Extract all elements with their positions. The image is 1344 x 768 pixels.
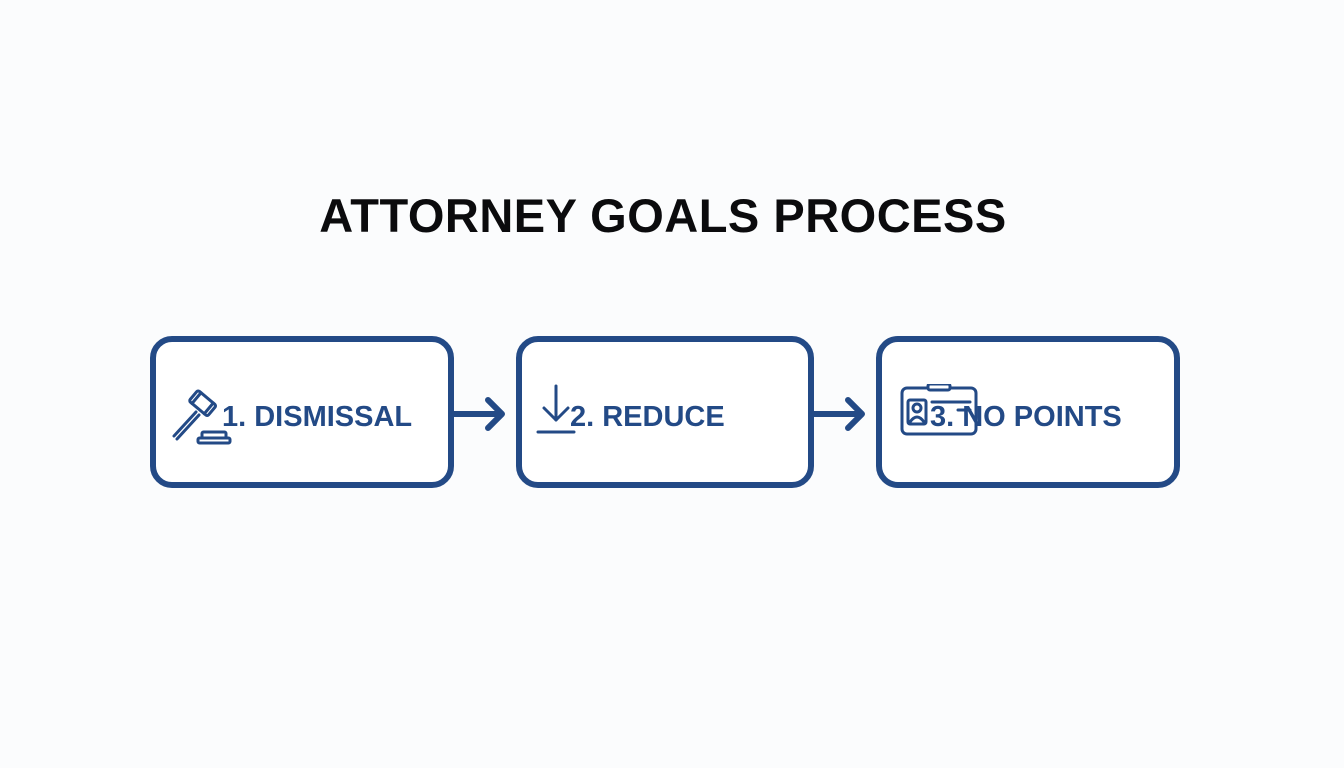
license-card-icon [900, 382, 980, 445]
arrow-right-icon [811, 394, 878, 443]
step-dismissal: 1. DISMISSAL [150, 336, 454, 488]
step-label: 3. NO POINTS [930, 401, 1122, 433]
step-no-points: 3. NO POINTS [876, 336, 1180, 488]
gavel-icon [168, 386, 234, 451]
arrow-down-icon [536, 382, 576, 447]
arrow-right-icon [451, 394, 518, 443]
diagram-title: ATTORNEY GOALS PROCESS [319, 189, 1007, 242]
step-label: 2. REDUCE [570, 401, 725, 433]
step-label: 1. DISMISSAL [222, 401, 413, 433]
step-reduce: 2. REDUCE [516, 336, 814, 488]
